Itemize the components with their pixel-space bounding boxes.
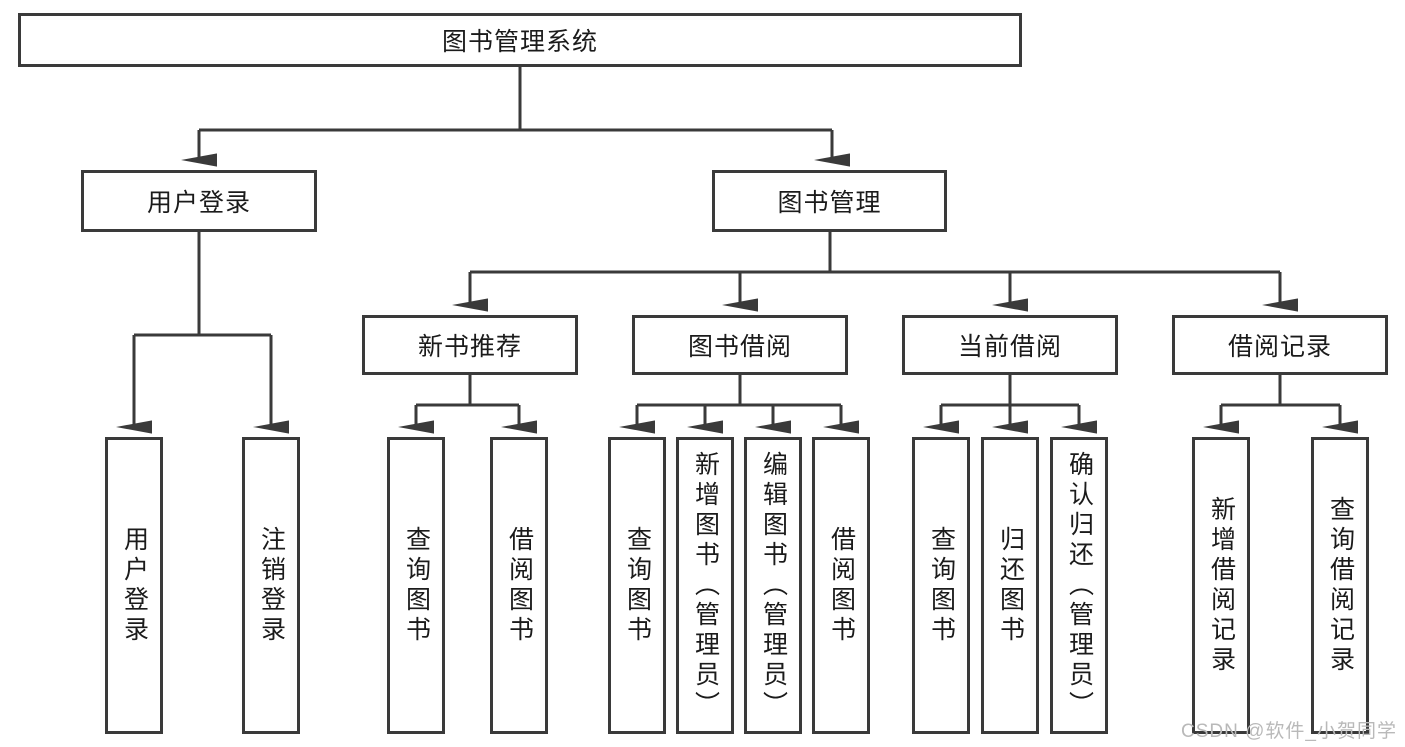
node-leaf-query-book-borrow[interactable]: 查询图书 [608, 437, 666, 734]
node-label: 借阅图书 [505, 525, 534, 646]
node-leaf-user-login[interactable]: 用户登录 [105, 437, 163, 734]
node-label: 新书推荐 [417, 333, 522, 361]
node-current-borrow[interactable]: 当前借阅 [902, 315, 1118, 375]
node-label: 新增图书（管理员） [691, 450, 720, 721]
node-label: 新增借阅记录 [1207, 495, 1236, 676]
node-leaf-user-logout[interactable]: 注销登录 [242, 437, 300, 734]
node-leaf-confirm-return[interactable]: 确认归还（管理员） [1050, 437, 1108, 734]
node-borrow-record[interactable]: 借阅记录 [1172, 315, 1388, 375]
node-label: 查询借阅记录 [1326, 495, 1355, 676]
node-new-book-recommend[interactable]: 新书推荐 [362, 315, 578, 375]
node-label: 查询图书 [623, 525, 652, 646]
node-label: 注销登录 [257, 525, 286, 646]
node-label: 用户登录 [146, 189, 251, 217]
node-leaf-edit-book[interactable]: 编辑图书（管理员） [744, 437, 802, 734]
watermark-text: CSDN @软件_小贺同学 [1181, 721, 1397, 742]
node-leaf-return-book[interactable]: 归还图书 [981, 437, 1039, 734]
node-label: 确认归还（管理员） [1065, 450, 1094, 721]
node-leaf-query-book-recommend[interactable]: 查询图书 [387, 437, 445, 734]
node-label: 归还图书 [996, 525, 1025, 646]
node-leaf-borrow-book-recommend[interactable]: 借阅图书 [490, 437, 548, 734]
node-leaf-borrow-book[interactable]: 借阅图书 [812, 437, 870, 734]
node-label: 借阅记录 [1227, 333, 1332, 361]
node-book-borrow[interactable]: 图书借阅 [632, 315, 848, 375]
node-leaf-add-book[interactable]: 新增图书（管理员） [676, 437, 734, 734]
node-label: 用户登录 [120, 525, 149, 646]
node-leaf-query-borrow-record[interactable]: 查询借阅记录 [1311, 437, 1369, 734]
node-root-book-management-system[interactable]: 图书管理系统 [18, 13, 1022, 67]
node-label: 查询图书 [927, 525, 956, 646]
node-label: 当前借阅 [957, 333, 1062, 361]
node-label: 编辑图书（管理员） [759, 450, 788, 721]
node-book-manage[interactable]: 图书管理 [712, 170, 947, 232]
node-label: 借阅图书 [827, 525, 856, 646]
node-label: 图书管理 [777, 189, 882, 217]
node-user-login[interactable]: 用户登录 [81, 170, 317, 232]
node-label: 图书管理系统 [441, 28, 598, 56]
node-leaf-query-book-current[interactable]: 查询图书 [912, 437, 970, 734]
node-label: 查询图书 [402, 525, 431, 646]
node-label: 图书借阅 [687, 333, 792, 361]
node-leaf-add-borrow-record[interactable]: 新增借阅记录 [1192, 437, 1250, 734]
